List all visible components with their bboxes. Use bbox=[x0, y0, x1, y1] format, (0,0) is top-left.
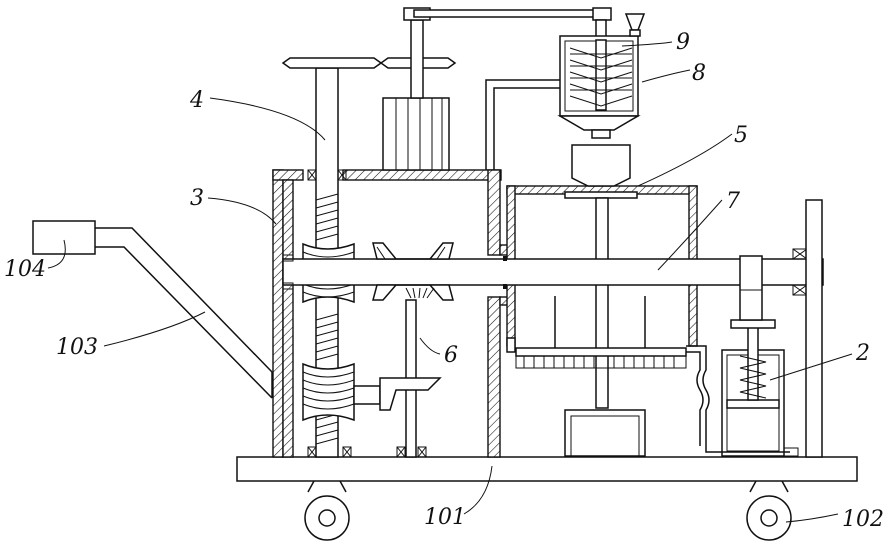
discharge-box bbox=[565, 410, 645, 456]
left-wheel bbox=[305, 481, 349, 540]
label-5: 5 bbox=[734, 123, 748, 148]
drive-motor bbox=[383, 98, 449, 170]
label-4: 4 bbox=[189, 88, 204, 113]
vertical-drive-shaft bbox=[354, 300, 440, 457]
feed-pipe bbox=[486, 80, 560, 170]
spring-unit bbox=[722, 256, 784, 456]
motor-shaft bbox=[404, 8, 430, 98]
label-3: 3 bbox=[190, 186, 204, 211]
label-103: 103 bbox=[56, 335, 98, 360]
label-101: 101 bbox=[424, 505, 466, 530]
auger-screw bbox=[570, 40, 632, 110]
base-plate bbox=[237, 457, 857, 481]
label-7: 7 bbox=[726, 189, 740, 214]
label-104: 104 bbox=[4, 257, 46, 282]
label-6: 6 bbox=[444, 343, 458, 368]
label-2: 2 bbox=[855, 341, 870, 366]
bevel-gear-lower bbox=[373, 285, 453, 300]
right-support-post bbox=[806, 200, 822, 457]
label-9: 9 bbox=[676, 30, 690, 55]
right-wheel bbox=[747, 481, 791, 540]
label-102: 102 bbox=[842, 507, 884, 532]
lower-worm-gear bbox=[303, 364, 354, 420]
label-8: 8 bbox=[692, 61, 706, 86]
bevel-gear-upper bbox=[373, 243, 453, 259]
push-handle bbox=[33, 221, 272, 398]
